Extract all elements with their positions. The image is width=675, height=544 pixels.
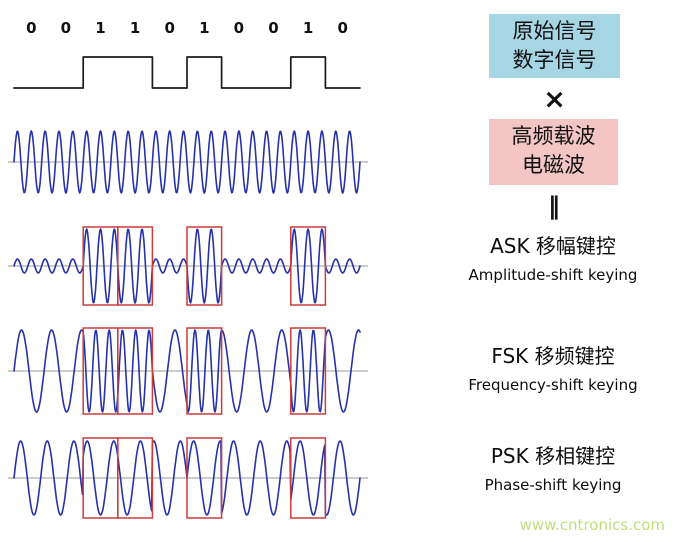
fsk-bit-box (186, 327, 223, 415)
bit-label: 0 (26, 19, 36, 37)
ask-bit-box (290, 226, 327, 306)
bit-label: 1 (130, 19, 140, 37)
ask-bit-box (117, 226, 154, 306)
bit-label: 0 (268, 19, 278, 37)
fsk-subtitle: Frequency-shift keying (468, 376, 638, 394)
bit-label: 1 (95, 19, 105, 37)
bit-label: 0 (61, 19, 71, 37)
watermark: www.cntronics.com (519, 516, 665, 534)
waveforms-panel: 0 0 1 1 0 1 0 0 1 0 (8, 19, 368, 519)
psk-bit-box (117, 437, 154, 519)
bit-label: 1 (303, 19, 313, 37)
fsk-title: FSK 移频键控 (491, 344, 615, 368)
carrier-signal-label-line2: 电磁波 (522, 153, 585, 177)
multiply-symbol: × (543, 84, 566, 115)
ask-title: ASK 移幅键控 (490, 234, 616, 258)
equals-symbol: ‖ (548, 192, 561, 220)
carrier-signal-label-line1: 高频载波 (511, 124, 596, 148)
fsk-label-block: FSK 移频键控 Frequency-shift keying (433, 344, 673, 394)
psk-bit-box (290, 437, 327, 519)
bit-label: 0 (234, 19, 244, 37)
psk-label-block: PSK 移相键控 Phase-shift keying (433, 444, 673, 494)
fsk-bit-box (117, 327, 154, 415)
carrier-signal-box: 高频载波 电磁波 (489, 119, 618, 185)
fsk-bit-box (290, 327, 327, 415)
source-signal-label-line1: 原始信号 (512, 19, 597, 43)
bit-label: 0 (337, 19, 347, 37)
bit-label: 1 (199, 19, 209, 37)
ask-bit-box (186, 226, 223, 306)
psk-title: PSK 移相键控 (490, 444, 616, 468)
psk-subtitle: Phase-shift keying (484, 476, 622, 494)
ask-label-block: ASK 移幅键控 Amplitude-shift keying (433, 234, 673, 284)
ask-subtitle: Amplitude-shift keying (468, 266, 638, 284)
carrier-waveform (13, 130, 361, 194)
source-signal-label-line2: 数字信号 (512, 48, 597, 72)
bit-label: 0 (164, 19, 174, 37)
source-signal-box: 原始信号 数字信号 (489, 14, 620, 78)
psk-bit-box (186, 437, 223, 519)
digital-signal-waveform (13, 56, 361, 89)
